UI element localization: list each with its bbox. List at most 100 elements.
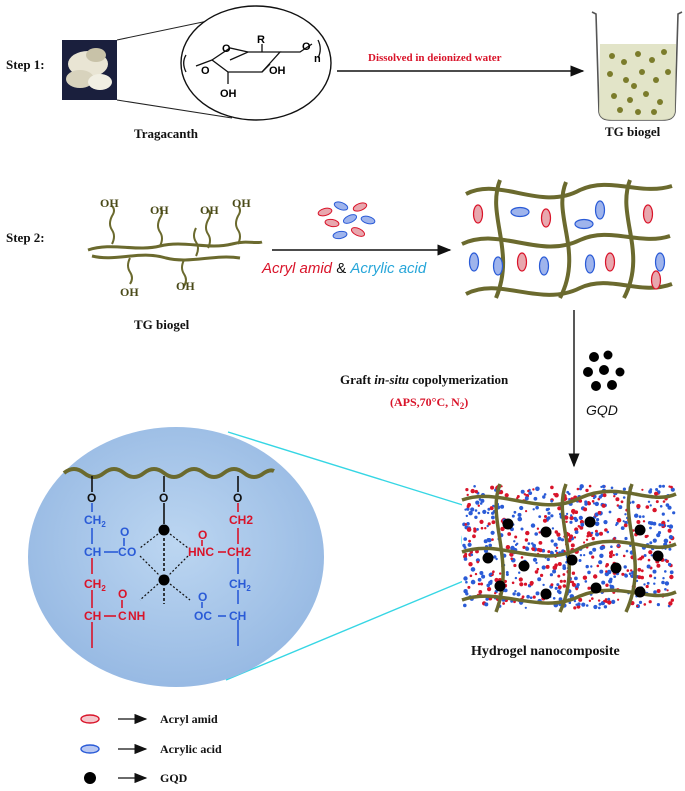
gel-monomer-dot [579, 525, 584, 530]
gel-monomer-dot [670, 487, 675, 492]
gel-monomer-dot [591, 597, 594, 600]
oh-label-4: OH [232, 196, 251, 210]
zoom-ch2-left2: CH [84, 577, 101, 591]
zoom-circle [28, 427, 324, 687]
gel-monomer-dot [637, 567, 642, 572]
gel-monomer-dot [467, 542, 472, 547]
gel-monomer-dot [516, 495, 520, 498]
gel-monomer-dot [601, 503, 606, 508]
gel-monomer-dot [524, 538, 529, 542]
gel-monomer-dot [656, 563, 661, 568]
gel-monomer-dot [547, 550, 551, 554]
gel-monomer-dot [560, 538, 565, 542]
gel-monomer-dot [648, 600, 652, 604]
gel-monomer-dot [653, 582, 656, 585]
gel-monomer-dot [597, 599, 601, 602]
gel-monomer-dot [509, 552, 514, 557]
gel-monomer-dot [514, 576, 518, 580]
gel-monomer-dot [586, 531, 592, 536]
gel-monomer-dot [477, 582, 481, 586]
gel-monomer-dot [649, 504, 652, 507]
gel-monomer-dot [532, 557, 538, 562]
gel-monomer-dot [486, 524, 489, 528]
gel-monomer-dot [607, 597, 611, 601]
gel-monomer-dot [522, 545, 526, 550]
zoom-ch2-left: CH [84, 513, 101, 527]
gel-monomer-dot [566, 532, 571, 537]
gel-monomer-dot [554, 586, 558, 590]
gel-monomer-dot [553, 542, 558, 547]
gel-monomer-dot [645, 584, 649, 589]
gel-monomer-dot [557, 506, 562, 511]
gel-monomer-dot [630, 569, 633, 572]
legend-acryl-amid: Acryl amid [160, 712, 218, 726]
oh-label-1: OH [100, 196, 119, 210]
gel-monomer-dot [583, 554, 586, 557]
gel-monomer-dot [598, 560, 603, 565]
gel-monomer-dot [526, 594, 530, 599]
gel-monomer-dot [577, 602, 581, 606]
gel-monomer-dot [575, 603, 578, 606]
gel-monomer-dot [527, 489, 530, 493]
gel-monomer-dot [591, 500, 595, 503]
gel-monomer-dot [492, 504, 495, 508]
zoom-ch2-right2: CH2 [227, 545, 251, 559]
ampersand: & [336, 260, 350, 277]
gel-monomer-dot [596, 518, 600, 522]
zoom-ch-right: CH [229, 609, 246, 623]
gel-monomer-dot [505, 573, 509, 576]
gel-monomer-dot [640, 569, 644, 573]
gel-monomer-dot [566, 512, 569, 516]
gel-monomer-dot [645, 505, 650, 509]
gel-monomer-dot [550, 514, 554, 518]
gel-monomer-dot [486, 538, 490, 542]
gel-monomer-dot [581, 602, 586, 607]
gel-monomer-dot [554, 549, 558, 553]
gel-monomer-dot [482, 509, 487, 514]
gel-monomer-dot [574, 510, 579, 514]
gel-monomer-dot [631, 500, 635, 504]
gel-monomer-dot [603, 599, 606, 603]
zoom-oc: OC [194, 609, 212, 623]
gel-monomer-dot [494, 592, 497, 595]
gel-monomer-dot [477, 511, 481, 515]
gel-monomer-dot [604, 598, 608, 601]
gel-monomer-dot [615, 521, 619, 525]
gel-monomer-dot [519, 582, 524, 587]
gel-monomer-dot [518, 571, 521, 574]
gel-monomer-dot [622, 520, 625, 523]
gel-monomer-dot [668, 535, 674, 540]
gel-monomer-dot [624, 573, 627, 577]
gel-monomer-dot [564, 515, 569, 520]
gel-monomer-dot [520, 556, 524, 559]
gel-monomer-dot [588, 551, 593, 555]
zoom-ch2-right3: CH [229, 577, 246, 591]
gel-monomer-dot [464, 523, 468, 526]
gel-monomer-dot [588, 484, 592, 488]
zoom-hnc: HNC [188, 545, 214, 559]
zoom-gqd-2 [158, 574, 170, 586]
gel-monomer-dot [628, 572, 632, 575]
gel-monomer-dot [511, 581, 515, 585]
gel-monomer-dot [517, 512, 522, 517]
gel-monomer-dot [468, 511, 473, 516]
gel-monomer-dot [668, 601, 673, 606]
gel-monomer-dot [615, 497, 620, 502]
gel-monomer-dot [569, 535, 573, 540]
gel-monomer-dot [620, 526, 625, 530]
gel-monomer-dot [587, 570, 591, 575]
gel-monomer-dot [613, 575, 617, 578]
gel-monomer-dot [609, 584, 612, 587]
gel-monomer-dot [505, 545, 511, 550]
gel-monomer-dot [646, 581, 650, 585]
monomer-cluster [317, 201, 376, 240]
gel-monomer-dot [470, 553, 474, 556]
legend-acrylic-acid-icon [80, 744, 100, 754]
gel-monomer-dot [603, 605, 608, 609]
gel-monomer-dot [554, 563, 558, 567]
gel-monomer-dot [503, 588, 508, 593]
gel-monomer-dot [540, 573, 544, 578]
gel-monomer-dot [520, 489, 525, 494]
zoom-co-left: C [118, 545, 127, 559]
gel-monomer-dot [601, 580, 606, 585]
